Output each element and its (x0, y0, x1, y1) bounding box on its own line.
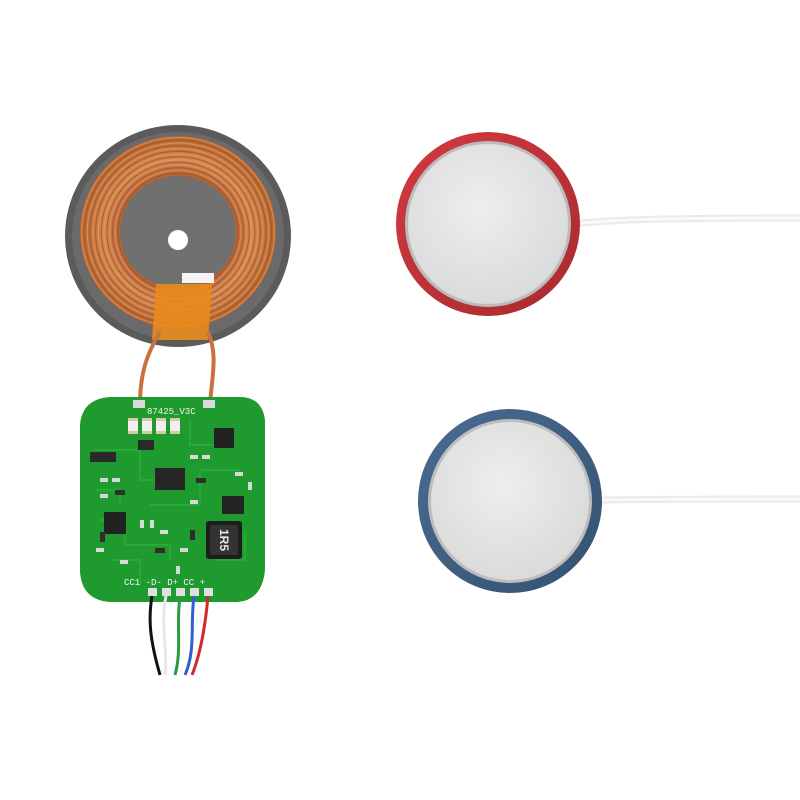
ic-chip-right (222, 496, 244, 514)
coil-pad-left (133, 400, 145, 408)
magnetic-charger-blue (418, 409, 800, 593)
inductor-marking: 1R5 (217, 529, 231, 551)
red-charger-face (408, 144, 568, 304)
wire-green (173, 595, 182, 676)
capacitor-row (128, 418, 180, 434)
wire-blue (183, 595, 196, 676)
pin-labels-silkscreen: CC1 -D- D+ CC + (124, 578, 205, 588)
cable-solder-pads (148, 588, 213, 596)
charger-pcb: 87425_V3C 1R5 (80, 397, 265, 602)
wire-black (148, 595, 162, 676)
blue-charger-face (431, 422, 589, 580)
kapton-tape (152, 284, 212, 340)
smd-resistors (100, 478, 206, 553)
board-id-silkscreen: 87425_V3C (147, 407, 196, 417)
coil-lead-left (138, 330, 162, 406)
coil-pad-right (203, 400, 215, 408)
usb-cable-wires (148, 595, 210, 676)
core-hole (168, 230, 188, 250)
sot-transistor-2 (138, 440, 154, 450)
coil-lead-right (206, 331, 216, 406)
ic-chip-center (155, 468, 185, 490)
smd-passives (96, 455, 252, 574)
wire-red (190, 595, 210, 676)
sot-transistor (90, 452, 116, 462)
magnetic-charger-red (396, 132, 800, 316)
ic-chip-top-right (214, 428, 234, 448)
ic-chip-left (104, 512, 126, 534)
wireless-charging-coil (65, 125, 291, 406)
white-label (182, 273, 214, 283)
power-inductor: 1R5 (206, 521, 242, 559)
wire-white (162, 595, 168, 676)
